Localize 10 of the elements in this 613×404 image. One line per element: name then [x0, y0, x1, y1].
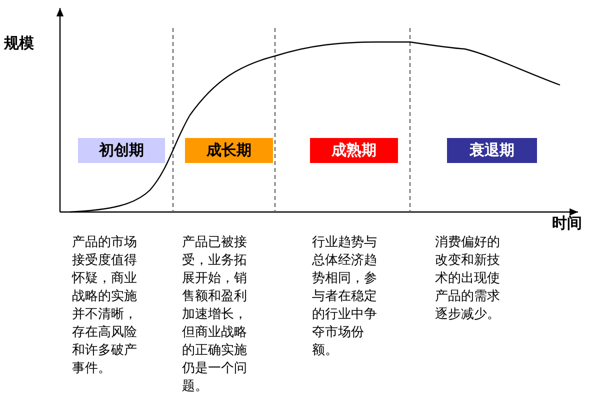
- stage-box: 成熟期: [310, 138, 398, 163]
- stage-box: 衰退期: [447, 138, 537, 163]
- stage-description: 消费偏好的改变和新技术的出现使产品的需求逐步减少。: [435, 234, 501, 324]
- stage-box: 成长期: [185, 138, 273, 163]
- stage-box: 初创期: [78, 138, 165, 163]
- stage-description: 行业趋势与总体经济趋势相同，参与者在稳定的行业中争夺市场份额。: [312, 234, 378, 360]
- y-axis-label: 规模: [4, 34, 34, 53]
- stage-description: 产品的市场接受度值得怀疑，商业战略的实施并不清晰，存在高风险和许多破产事件。: [72, 234, 138, 378]
- stage-description: 产品已被接受，业务拓展开始，销售额和盈利加速增长，但商业战略的正确实施仍是一个问题。: [182, 234, 248, 396]
- x-axis-label: 时间: [552, 214, 582, 233]
